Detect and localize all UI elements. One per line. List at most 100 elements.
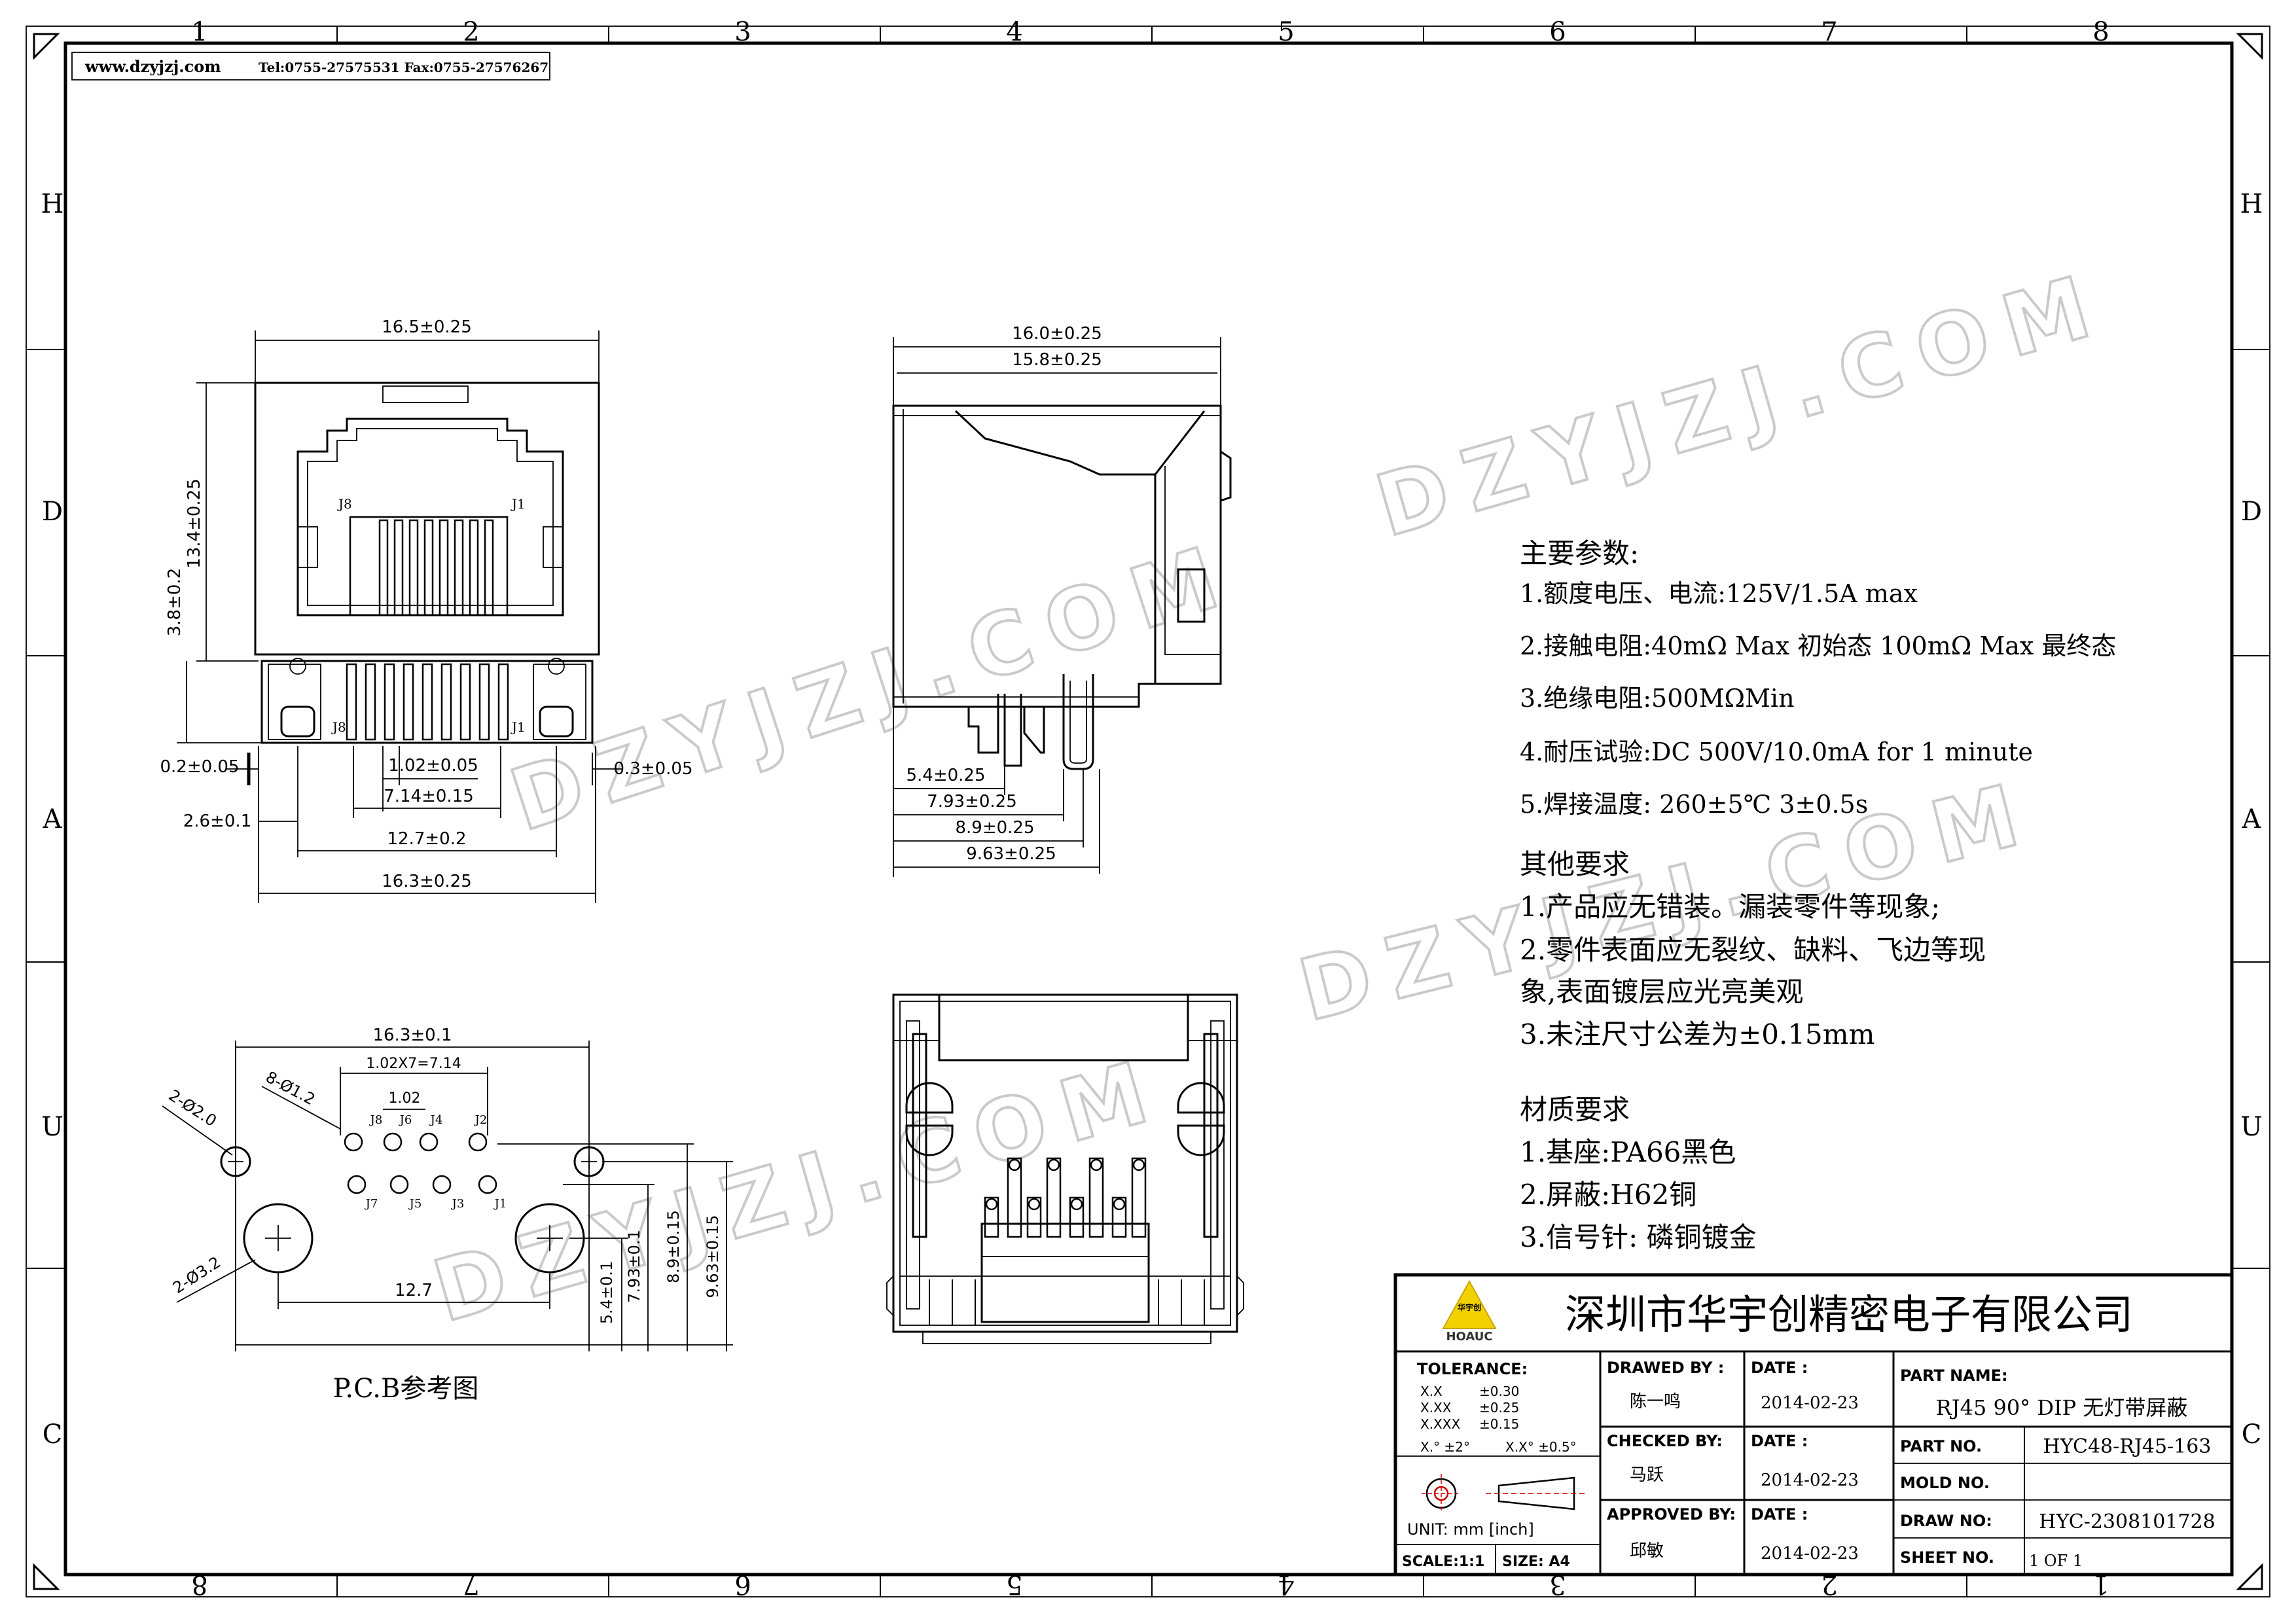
pcb-pin-hole bbox=[468, 1132, 488, 1152]
zone-letter-right-H: H bbox=[2240, 189, 2263, 219]
svg-text:HOAUC: HOAUC bbox=[1446, 1330, 1492, 1344]
specs-main-title: 主要参数: bbox=[1520, 537, 1639, 569]
pcb-dim-pitch: 1.02 bbox=[389, 1090, 421, 1107]
front-label-j8-top: J8 bbox=[337, 496, 352, 512]
contact-slot bbox=[408, 519, 419, 616]
svg-text:3: 3 bbox=[734, 17, 751, 47]
pcb-pin-hole bbox=[389, 1175, 409, 1194]
svg-text:A: A bbox=[2242, 804, 2262, 834]
front-dim-pin-span: 7.14±0.15 bbox=[384, 787, 474, 806]
front-view: J8 J1 J8 J1 16.5±0.25 13.4±0.25 3.8±0.2 … bbox=[160, 317, 693, 903]
draw-no-value: HYC-2308101728 bbox=[2039, 1510, 2215, 1533]
rear-pin bbox=[1088, 1157, 1104, 1238]
header-site: www.dzyjzj.com bbox=[84, 57, 221, 76]
svg-text:5: 5 bbox=[1278, 17, 1294, 47]
pcb-dim-v1: 5.4±0.1 bbox=[598, 1261, 616, 1324]
svg-text:D: D bbox=[42, 497, 63, 527]
pin-slot bbox=[403, 663, 414, 741]
rear-pin-top bbox=[1028, 1198, 1041, 1211]
date-label-3: DATE : bbox=[1751, 1505, 1808, 1524]
rear-pin-top bbox=[1008, 1158, 1021, 1171]
specs-other-item-3: 象,表面镀层应光亮美观 bbox=[1520, 976, 1803, 1008]
part-no-value: HYC48-RJ45-163 bbox=[2043, 1435, 2212, 1458]
zone-letter-left-D: D bbox=[42, 497, 63, 527]
specs-other-item-4: 3.未注尺寸公差为±0.15mm bbox=[1520, 1018, 1874, 1050]
rear-pin bbox=[1069, 1196, 1085, 1238]
tolerance-key-3: X.XXX bbox=[1420, 1416, 1460, 1432]
svg-text:C: C bbox=[43, 1419, 63, 1450]
pin-slot bbox=[497, 663, 509, 741]
contact-slot bbox=[469, 519, 479, 616]
zone-letter-left-A: A bbox=[43, 804, 63, 834]
rear-pin-top bbox=[985, 1198, 998, 1211]
scale-label: SCALE:1:1 bbox=[1402, 1554, 1484, 1570]
contact-slot bbox=[393, 519, 404, 616]
svg-text:4: 4 bbox=[1006, 17, 1022, 47]
svg-text:7: 7 bbox=[1821, 17, 1837, 47]
pcb-pin-label-j1: J1 bbox=[493, 1197, 507, 1211]
svg-text:H: H bbox=[2240, 189, 2263, 219]
svg-text:6: 6 bbox=[734, 1569, 751, 1599]
draw-no-label: DRAW NO: bbox=[1900, 1512, 1992, 1530]
pcb-pin-label-j2: J2 bbox=[474, 1113, 488, 1127]
pcb-dim-v3: 8.9±0.15 bbox=[664, 1210, 683, 1283]
zone-letter-left-U: U bbox=[41, 1112, 63, 1142]
contact-slot bbox=[484, 519, 494, 616]
tolerance-val-1: ±0.30 bbox=[1479, 1383, 1519, 1399]
contact-slot bbox=[454, 519, 464, 616]
pcb-pin-hole bbox=[478, 1175, 497, 1194]
svg-text:H: H bbox=[41, 189, 64, 219]
pcb-dim-v4: 9.63±0.15 bbox=[704, 1215, 722, 1298]
specs-material-item-3: 3.信号针: 磷铜镀金 bbox=[1520, 1221, 1757, 1253]
tolerance-key-2: X.XX bbox=[1420, 1400, 1452, 1416]
border-frame bbox=[26, 26, 2270, 1597]
pin-slot bbox=[459, 663, 471, 741]
contact-slot bbox=[439, 519, 449, 616]
pin-slot bbox=[478, 663, 490, 741]
size-label: SIZE: A4 bbox=[1502, 1554, 1570, 1570]
zone-letter-right-D: D bbox=[2241, 497, 2262, 527]
date-label-1: DATE : bbox=[1751, 1359, 1808, 1377]
side-dim-d3: 8.9±0.25 bbox=[955, 818, 1034, 838]
pcb-pin-hole bbox=[344, 1132, 363, 1152]
svg-text:C: C bbox=[2242, 1419, 2262, 1450]
date-label-2: DATE : bbox=[1751, 1432, 1808, 1450]
zone-number-bottom-7: 7 bbox=[463, 1569, 479, 1599]
side-dim-d2: 7.93±0.25 bbox=[927, 792, 1017, 812]
checked-by-value: 马跃 bbox=[1630, 1465, 1664, 1485]
specs-material-item-1: 1.基座:PA66黑色 bbox=[1520, 1136, 1736, 1168]
specs-main-item-1: 1.额度电压、电流:125V/1.5A max bbox=[1520, 579, 1918, 608]
tolerance-key-1: X.X bbox=[1420, 1383, 1443, 1399]
svg-text:5: 5 bbox=[1006, 1569, 1022, 1599]
tolerance-title: TOLERANCE: bbox=[1417, 1360, 1528, 1378]
specs-main-item-5: 5.焊接温度: 260±5℃ 3±0.5s bbox=[1520, 790, 1868, 819]
rear-pin bbox=[984, 1196, 999, 1238]
watermark-4: DZYJZJ.COM bbox=[423, 1038, 1175, 1342]
svg-text:A: A bbox=[43, 804, 63, 834]
approved-by-value: 邱敏 bbox=[1630, 1541, 1664, 1561]
part-name-value: RJ45 90° DIP 无灯带屏蔽 bbox=[1936, 1395, 2188, 1420]
mold-no-label: MOLD NO. bbox=[1900, 1474, 1990, 1492]
rear-pin bbox=[1046, 1157, 1062, 1238]
zone-number-top-6: 6 bbox=[1549, 17, 1566, 47]
zone-letter-right-A: A bbox=[2242, 804, 2262, 834]
pcb-dim-holes-small: 2-Ø2.0 bbox=[166, 1086, 220, 1130]
sheet-no-label: SHEET NO. bbox=[1900, 1548, 1994, 1567]
specs-other-title: 其他要求 bbox=[1520, 848, 1630, 880]
watermark-1: DZYJZJ.COM bbox=[1366, 253, 2118, 556]
zone-number-bottom-6: 6 bbox=[734, 1569, 751, 1599]
date-value-1: 2014-02-23 bbox=[1761, 1393, 1859, 1413]
svg-text:7: 7 bbox=[463, 1569, 479, 1599]
company-logo: 华宇创 HOAUC bbox=[1442, 1279, 1497, 1344]
pin-slot bbox=[422, 663, 433, 741]
pcb-caption: P.C.B参考图 bbox=[333, 1374, 479, 1404]
front-dim-peg-span: 12.7±0.2 bbox=[387, 829, 466, 849]
front-label-j1-bottom: J1 bbox=[511, 719, 526, 735]
contact-slot bbox=[378, 519, 389, 616]
rear-pin bbox=[1026, 1196, 1042, 1238]
title-block: 华宇创 HOAUC 深圳市华宇创精密电子有限公司 TOLERANCE: X.X … bbox=[1393, 1273, 2234, 1577]
tolerance-val-3: ±0.15 bbox=[1479, 1416, 1519, 1432]
svg-text:U: U bbox=[41, 1112, 63, 1142]
zone-number-top-3: 3 bbox=[734, 17, 751, 47]
